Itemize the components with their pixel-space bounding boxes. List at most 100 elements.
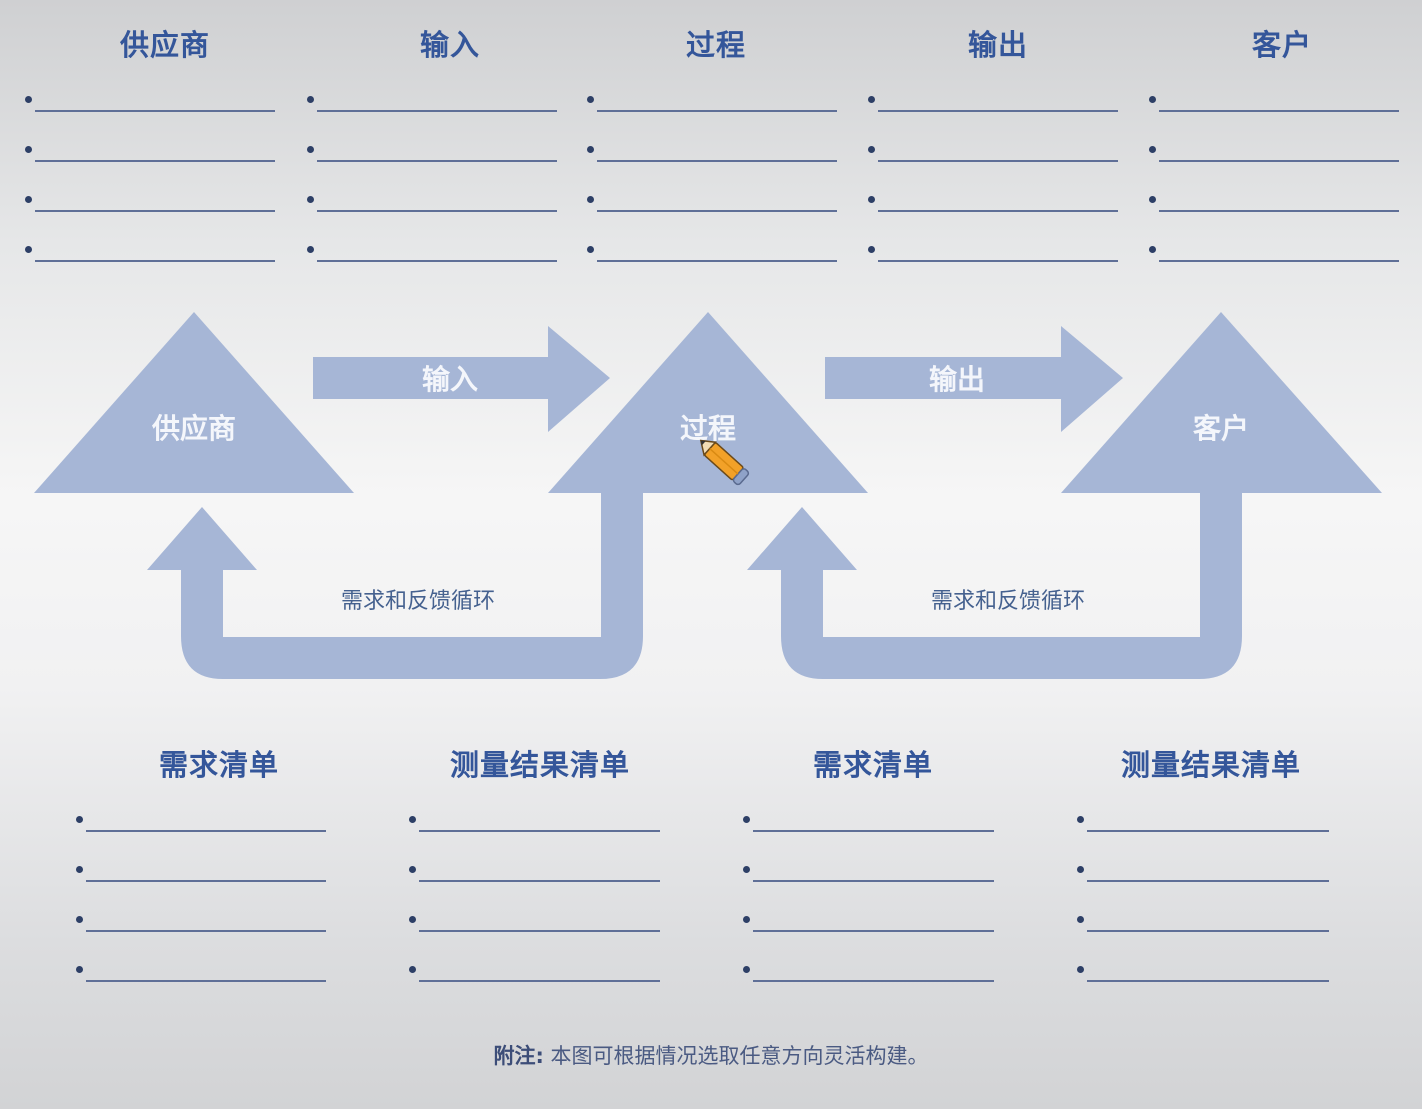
customer-blank-list xyxy=(1149,92,1399,292)
blank-line xyxy=(1159,110,1399,112)
bullet-icon xyxy=(587,246,594,253)
blank-line xyxy=(878,160,1118,162)
list-item xyxy=(25,142,275,192)
bullet-icon xyxy=(868,196,875,203)
bullet-icon xyxy=(587,146,594,153)
list-item xyxy=(409,912,660,962)
bullet-icon xyxy=(587,196,594,203)
bullet-icon xyxy=(409,816,416,823)
blank-line xyxy=(597,260,837,262)
list-item xyxy=(1077,862,1329,912)
list-item xyxy=(409,862,660,912)
blank-line xyxy=(317,160,557,162)
list-item xyxy=(743,812,994,862)
list-item xyxy=(743,962,994,1012)
blank-line xyxy=(878,210,1118,212)
blank-line xyxy=(597,210,837,212)
column-heading-output: 输出 xyxy=(967,28,1028,62)
bullet-icon xyxy=(409,966,416,973)
bullet-icon xyxy=(307,246,314,253)
input-arrow-label: 输入 xyxy=(422,363,478,396)
bullet-icon xyxy=(1149,96,1156,103)
output-blank-list xyxy=(868,92,1118,292)
blank-line xyxy=(317,110,557,112)
heading-measurement-list-1: 测量结果清单 xyxy=(449,748,630,782)
heading-measurement-list-2: 测量结果清单 xyxy=(1120,748,1301,782)
blank-line xyxy=(1159,260,1399,262)
bullet-icon xyxy=(307,146,314,153)
bullet-icon xyxy=(587,96,594,103)
list-item xyxy=(587,142,837,192)
process-triangle xyxy=(548,312,868,493)
heading-requirements-list-2: 需求清单 xyxy=(812,748,933,782)
list-item xyxy=(76,862,326,912)
list-item xyxy=(307,142,557,192)
requirements-blank-list-2 xyxy=(743,812,994,1012)
bullet-icon xyxy=(409,866,416,873)
bullet-icon xyxy=(409,916,416,923)
column-heading-customer: 客户 xyxy=(1251,28,1312,62)
customer-triangle xyxy=(1061,312,1382,493)
bullet-icon xyxy=(1077,866,1084,873)
bullet-icon xyxy=(25,146,32,153)
list-item xyxy=(76,812,326,862)
list-item xyxy=(1149,142,1399,192)
list-item xyxy=(76,962,326,1012)
blank-line xyxy=(1087,980,1329,982)
blank-line xyxy=(86,980,326,982)
list-item xyxy=(868,242,1118,292)
right-loop-label: 需求和反馈循环 xyxy=(931,589,1085,614)
bullet-icon xyxy=(76,866,83,873)
bullet-icon xyxy=(1077,816,1084,823)
list-item xyxy=(409,812,660,862)
output-arrow-label: 输出 xyxy=(929,363,985,396)
footnote-text: 本图可根据情况选取任意方向灵活构建。 xyxy=(550,1044,929,1068)
list-item xyxy=(868,192,1118,242)
blank-line xyxy=(597,110,837,112)
bullet-icon xyxy=(743,966,750,973)
list-item xyxy=(868,142,1118,192)
blank-line xyxy=(1087,880,1329,882)
blank-line xyxy=(86,830,326,832)
list-item xyxy=(1149,92,1399,142)
output-arrow xyxy=(825,326,1123,432)
blank-line xyxy=(419,930,660,932)
customer-shape-label: 客户 xyxy=(1193,412,1249,445)
blank-line xyxy=(419,830,660,832)
list-item xyxy=(1077,812,1329,862)
blank-line xyxy=(419,980,660,982)
list-item xyxy=(25,242,275,292)
blank-line xyxy=(317,260,557,262)
process-blank-list xyxy=(587,92,837,292)
list-item xyxy=(587,242,837,292)
blank-line xyxy=(753,830,994,832)
input-blank-list xyxy=(307,92,557,292)
blank-line xyxy=(878,260,1118,262)
blank-line xyxy=(1159,160,1399,162)
bullet-icon xyxy=(743,916,750,923)
blank-line xyxy=(597,160,837,162)
supplier-shape-label: 供应商 xyxy=(151,412,236,445)
bullet-icon xyxy=(76,916,83,923)
list-item xyxy=(25,192,275,242)
bullet-icon xyxy=(868,96,875,103)
bullet-icon xyxy=(25,246,32,253)
list-item xyxy=(1077,962,1329,1012)
bullet-icon xyxy=(1077,916,1084,923)
blank-line xyxy=(419,880,660,882)
list-item xyxy=(868,92,1118,142)
bullet-icon xyxy=(743,866,750,873)
process-shape-label: 过程 xyxy=(680,412,736,445)
bullet-icon xyxy=(868,246,875,253)
list-item xyxy=(1149,192,1399,242)
bullet-icon xyxy=(1149,146,1156,153)
blank-line xyxy=(86,880,326,882)
list-item xyxy=(409,962,660,1012)
list-item xyxy=(743,912,994,962)
supplier-blank-list xyxy=(25,92,275,292)
column-heading-process: 过程 xyxy=(685,28,746,62)
bullet-icon xyxy=(25,96,32,103)
measurement-blank-list-2 xyxy=(1077,812,1329,1012)
bullet-icon xyxy=(76,966,83,973)
blank-line xyxy=(35,210,275,212)
